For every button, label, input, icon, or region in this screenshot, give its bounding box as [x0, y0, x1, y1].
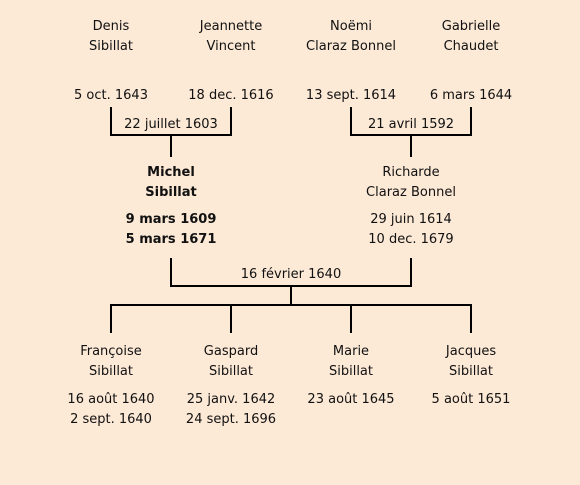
person-name-last: Sibillat: [328, 364, 373, 379]
birth-date: 5 août 1651: [431, 392, 511, 407]
person-name-last: Sibillat: [88, 39, 133, 54]
grandparent-jeannette-name: Jeannette Vincent: [166, 17, 296, 57]
marriage-date-claraz-chaudet: 21 avril 1592: [367, 117, 455, 132]
person-name-last: Sibillat: [448, 364, 493, 379]
birth-date: 16 août 1640: [67, 392, 155, 407]
grandparent-gabrielle-birth: 6 mars 1644: [429, 88, 513, 103]
birth-date: 23 août 1645: [307, 392, 395, 407]
parent-michel-dates: 9 mars 1609 5 mars 1671: [106, 210, 236, 250]
person-name-first: Noëmi: [330, 19, 372, 34]
child-francoise-name: Françoise Sibillat: [46, 342, 176, 382]
person-name-first: Jeannette: [199, 19, 263, 34]
birth-date: 25 janv. 1642: [186, 392, 276, 407]
person-name-last: Sibillat: [208, 364, 253, 379]
death-date: 24 sept. 1696: [185, 412, 277, 427]
person-name-first: Denis: [92, 19, 130, 34]
death-date: 10 dec. 1679: [368, 232, 454, 247]
person-name-first: Michel: [147, 165, 195, 180]
person-name-first: Jacques: [445, 344, 497, 359]
person-name-last: Chaudet: [443, 39, 499, 54]
person-name-last: Sibillat: [88, 364, 133, 379]
grandparent-noemi-name: Noëmi Claraz Bonnel: [286, 17, 416, 57]
person-name-first: Richarde: [382, 165, 440, 180]
birth-date: 29 juin 1614: [370, 212, 452, 227]
person-name-first: Gaspard: [203, 344, 259, 359]
person-name-last: Claraz Bonnel: [306, 39, 396, 54]
death-date: 2 sept. 1640: [70, 412, 152, 427]
marriage-date-parents: 16 février 1640: [240, 267, 342, 282]
grandparent-jeannette-birth: 18 dec. 1616: [188, 88, 274, 103]
death-date: 5 mars 1671: [125, 232, 217, 247]
parent-richarde-name: Richarde Claraz Bonnel: [346, 163, 476, 203]
parent-richarde-dates: 29 juin 1614 10 dec. 1679: [346, 210, 476, 250]
child-gaspard-name: Gaspard Sibillat: [166, 342, 296, 382]
grandparent-gabrielle-name: Gabrielle Chaudet: [406, 17, 536, 57]
child-francoise-dates: 16 août 1640 2 sept. 1640: [46, 390, 176, 430]
child-marie-name: Marie Sibillat: [286, 342, 416, 382]
person-name-first: Françoise: [80, 344, 142, 359]
child-gaspard-dates: 25 janv. 1642 24 sept. 1696: [166, 390, 296, 430]
person-name-last: Claraz Bonnel: [366, 185, 456, 200]
grandparent-noemi-birth: 13 sept. 1614: [305, 88, 397, 103]
grandparent-denis-birth: 5 oct. 1643: [74, 88, 148, 103]
person-name-last: Sibillat: [145, 185, 197, 200]
child-marie-dates: 23 août 1645: [286, 390, 416, 410]
marriage-date-sibillat-vincent: 22 juillet 1603: [124, 117, 218, 132]
person-name-first: Marie: [332, 344, 370, 359]
person-name-first: Gabrielle: [441, 19, 501, 34]
person-name-last: Vincent: [206, 39, 256, 54]
child-jacques-dates: 5 août 1651: [406, 390, 536, 410]
child-jacques-name: Jacques Sibillat: [406, 342, 536, 382]
birth-date: 9 mars 1609: [125, 212, 217, 227]
parent-michel-name: Michel Sibillat: [106, 163, 236, 203]
grandparent-denis-name: Denis Sibillat: [46, 17, 176, 57]
